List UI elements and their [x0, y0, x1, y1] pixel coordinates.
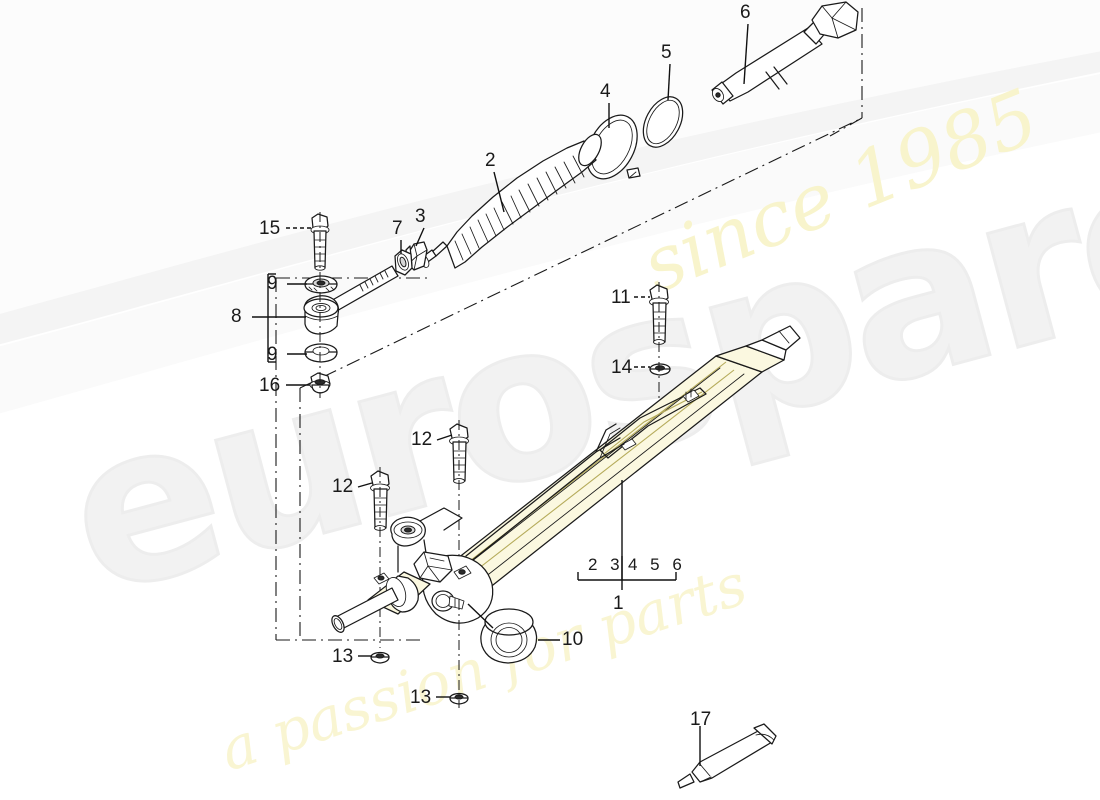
part-1-steering-gear-housing: [331, 325, 801, 633]
callout-15-bolt[interactable]: 15: [259, 218, 281, 239]
callout-9-washer-lower[interactable]: 9: [267, 344, 278, 365]
part-15-hex-flange-bolt: [310, 213, 330, 271]
callout-13-washer-left[interactable]: 13: [332, 646, 354, 667]
part-11-flange-bolt: [649, 284, 669, 345]
part-8-outer-tie-rod-ball-joint: [303, 265, 399, 335]
bracket-left-group: 2 3: [588, 555, 624, 574]
assembly-reference-bracket: [577, 556, 677, 581]
callout-1-steering-gear[interactable]: 1: [613, 593, 624, 614]
part-13-washer-right: [449, 692, 469, 705]
bracket-right-group: 4 5 6: [628, 555, 686, 574]
part-14-washer-small: [649, 363, 671, 376]
leader-lines: [252, 23, 749, 766]
callout-12-bolt-upper[interactable]: 12: [411, 429, 433, 450]
part-10-protective-cap: [480, 608, 538, 664]
callout-8-ball-joint[interactable]: 8: [231, 306, 242, 327]
callout-2-bellows[interactable]: 2: [485, 150, 496, 171]
part-13-washer-left: [370, 651, 390, 664]
callout-17-grease-tube[interactable]: 17: [690, 709, 712, 730]
part-9-washer-upper: [304, 275, 338, 294]
callout-11-bolt[interactable]: 11: [611, 287, 631, 308]
callout-5-ring[interactable]: 5: [661, 42, 672, 63]
callout-7-nut[interactable]: 7: [392, 218, 403, 239]
part-6-inner-tie-rod: [711, 1, 859, 105]
callout-13-washer-right[interactable]: 13: [410, 687, 432, 708]
callout-14-washer[interactable]: 14: [611, 357, 633, 378]
callout-4-clamp[interactable]: 4: [600, 81, 611, 102]
callout-10-cap[interactable]: 10: [562, 629, 584, 650]
leader-cap-to-valve: [467, 603, 494, 629]
part-2-bellows-boot: [409, 133, 602, 269]
callout-12-bolt-lower[interactable]: 12: [332, 476, 354, 497]
callout-9-washer-upper[interactable]: 9: [267, 273, 278, 294]
callout-16-nut[interactable]: 16: [259, 375, 281, 396]
callout-6-tie-rod[interactable]: 6: [740, 2, 751, 23]
construction-lines: [275, 8, 863, 641]
part-5-clamp-ring: [642, 96, 684, 148]
part-9-washer-lower: [304, 343, 338, 363]
callout-3-clip[interactable]: 3: [415, 206, 426, 227]
part-7-hex-lock-nut: [394, 249, 413, 276]
part-17-grease-tube: [677, 723, 777, 789]
part-4-boot-clamp: [586, 114, 641, 180]
